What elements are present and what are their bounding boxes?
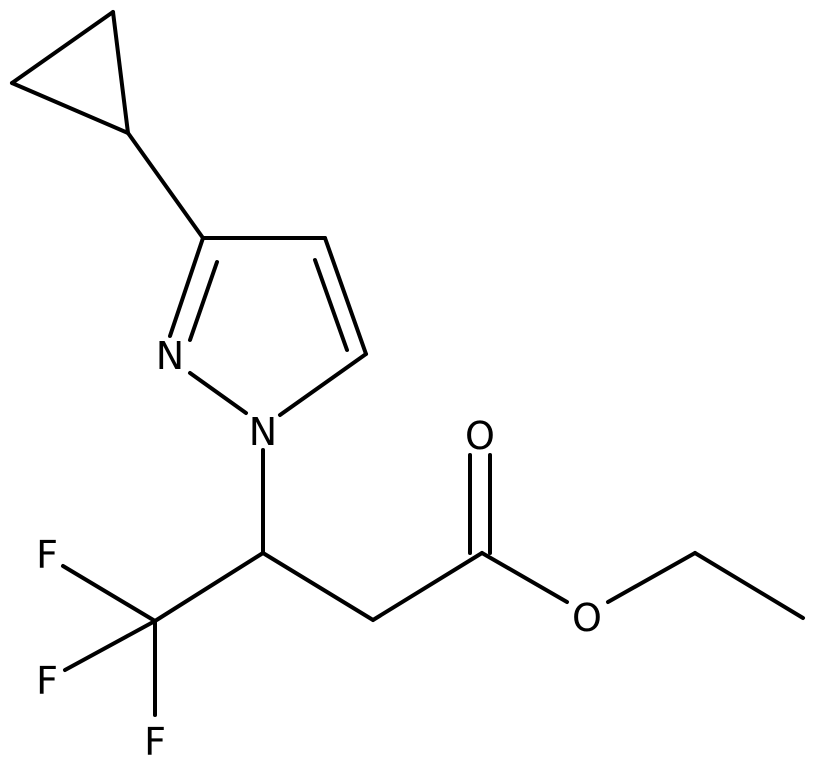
bond-carbonyl-c-to-ester-o	[480, 551, 569, 604]
bond-ester-o-to-ch2	[606, 551, 697, 604]
bond-ch2-to-ch3	[693, 551, 805, 620]
atom-label-f3: F	[144, 720, 166, 764]
atom-label-o-carbonyl: O	[465, 414, 495, 458]
bond-ch-to-ch2	[261, 551, 375, 622]
bond-n1-n2	[188, 371, 248, 415]
atom-label-f1: F	[36, 533, 58, 577]
bond-cf3-to-f2	[63, 619, 157, 672]
bond-c4-c5-double	[313, 258, 349, 352]
atom-label-n2: N	[156, 334, 184, 378]
bond-ch-to-cf3	[153, 551, 265, 623]
atom-label-f2: F	[36, 659, 58, 703]
bond-n2-c3	[168, 236, 205, 338]
bond-cyclopropyl-to-c3	[126, 131, 205, 240]
atom-label-o-ester: O	[572, 596, 602, 640]
atom-label-n1: N	[249, 410, 277, 454]
bond-c5-n1	[278, 352, 368, 417]
bond-cyclopropyl-top-to-right	[111, 10, 130, 135]
bond-c4-c5	[323, 236, 368, 356]
bond-cyclopropyl-right-to-left	[10, 81, 130, 135]
bond-cf3-to-f1	[61, 564, 157, 623]
bond-cyclopropyl-left-to-top	[10, 10, 115, 85]
bond-n2-c3-double	[188, 260, 219, 342]
bond-ch2-to-carbonyl-c	[371, 551, 484, 622]
